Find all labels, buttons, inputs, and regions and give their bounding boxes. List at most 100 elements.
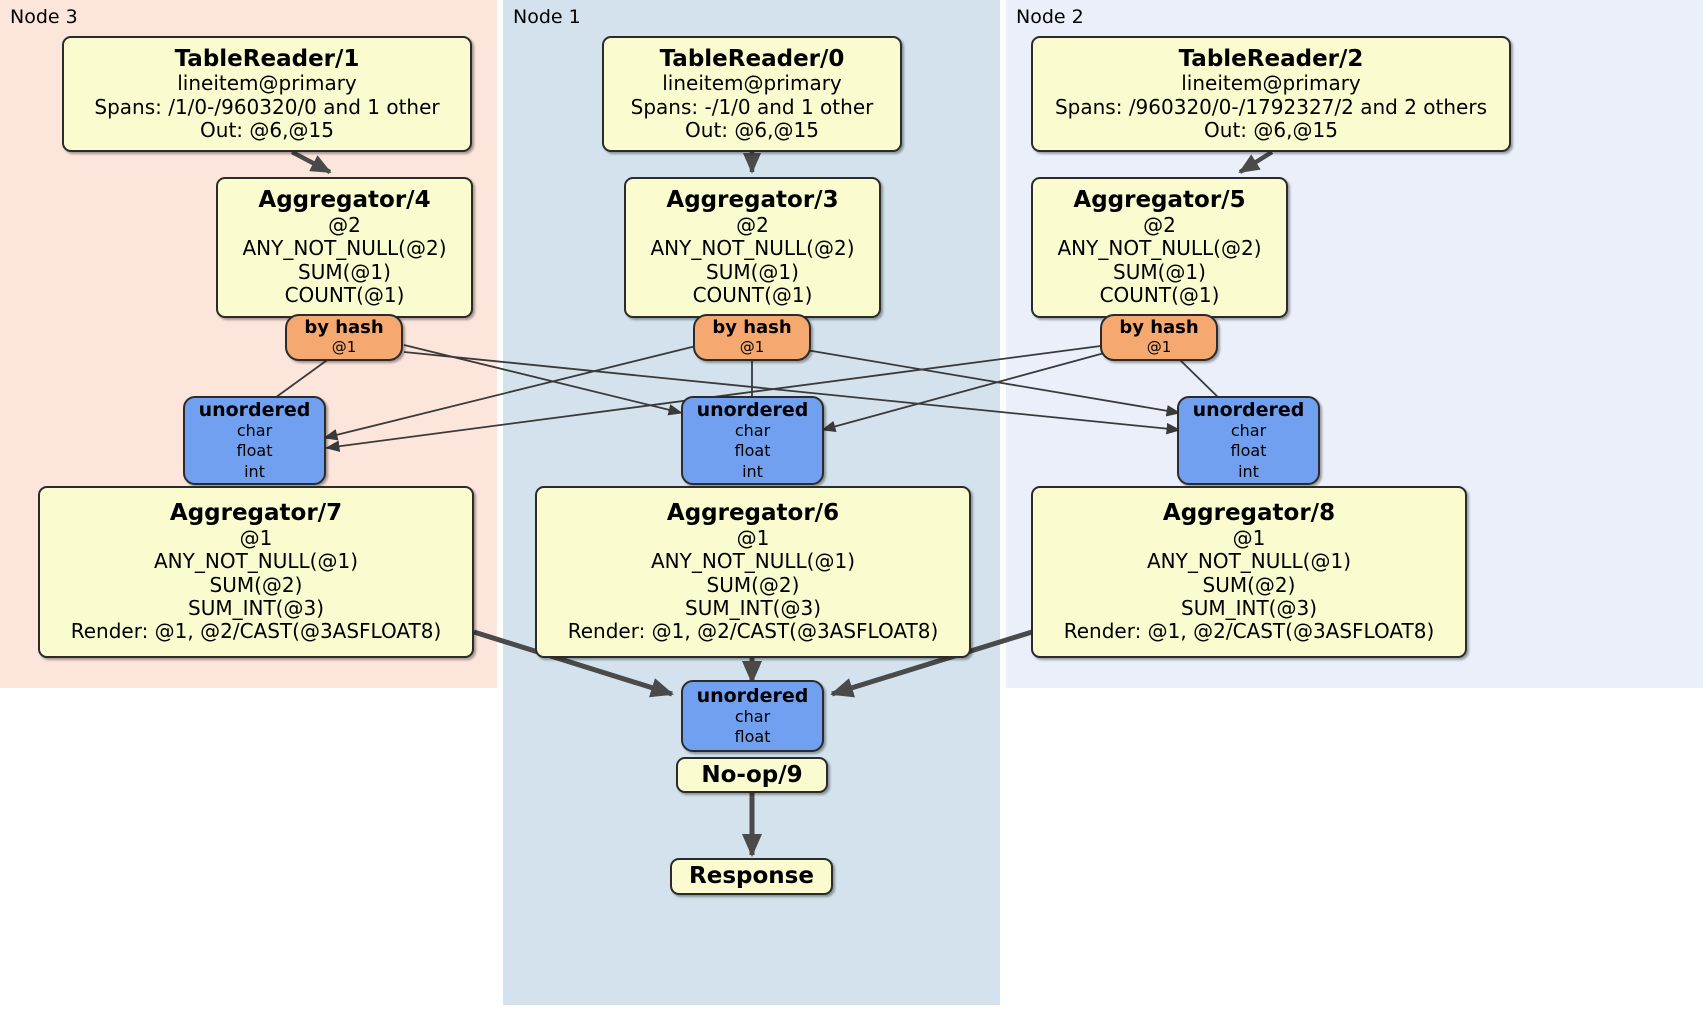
edge-byhash-mid-to-unordered-left <box>323 344 701 441</box>
edge-byhash-right-to-unordered-mid <box>821 351 1109 433</box>
box-title: unordered <box>696 684 809 707</box>
box-line: SUM(@2) <box>209 572 303 597</box>
edge-tablereader1-aggregator4 <box>290 150 332 174</box>
box-title: Aggregator/5 <box>1073 187 1246 214</box>
processor-box-aggregator3[interactable]: Aggregator/3 @2 ANY_NOT_NULL(@2) SUM(@1)… <box>624 177 881 318</box>
box-line: SUM_INT(@3) <box>188 596 324 621</box>
box-line: Spans: -/1/0 and 1 other <box>630 94 874 119</box>
box-line: @1 <box>239 525 273 550</box>
box-line: @2 <box>328 213 361 238</box>
box-line: SUM(@1) <box>1113 259 1206 284</box>
box-line: int <box>742 461 763 481</box>
box-title: Response <box>689 863 814 890</box>
router-box-byhash-mid[interactable]: by hash @1 <box>693 314 811 361</box>
box-line: ANY_NOT_NULL(@2) <box>1057 236 1262 261</box>
sync-box-unordered-mid[interactable]: unordered char float int <box>681 396 824 485</box>
box-line: Out: @6,@15 <box>200 118 334 143</box>
box-line: @2 <box>1143 213 1176 238</box>
router-box-byhash-left[interactable]: by hash @1 <box>285 314 403 361</box>
box-line: lineitem@primary <box>177 71 357 96</box>
box-line: ANY_NOT_NULL(@1) <box>154 549 358 574</box>
box-line: ANY_NOT_NULL(@2) <box>242 236 447 261</box>
box-line: int <box>244 461 265 481</box>
box-title: No-op/9 <box>701 761 803 788</box>
box-line: char <box>734 706 771 726</box>
processor-box-aggregator7[interactable]: Aggregator/7 @1 ANY_NOT_NULL(@1) SUM(@2)… <box>38 486 474 658</box>
box-line: SUM(@2) <box>1202 572 1296 597</box>
box-line: float <box>1230 441 1267 461</box>
box-line: Render: @1, @2/CAST(@3ASFLOAT8) <box>1063 619 1435 644</box>
edge-byhash-right-to-unordered-right <box>1177 357 1225 404</box>
box-title: Aggregator/7 <box>169 500 343 527</box>
box-line: float <box>734 441 771 461</box>
box-title: TableReader/1 <box>174 45 360 72</box>
box-line: @1 <box>736 525 770 550</box>
box-line: Render: @1, @2/CAST(@3ASFLOAT8) <box>70 619 442 644</box>
processor-box-response[interactable]: Response <box>670 858 833 895</box>
box-line: COUNT(@1) <box>692 283 813 308</box>
box-title: unordered <box>198 398 311 421</box>
box-line: char <box>734 420 771 440</box>
box-line: SUM_INT(@3) <box>1181 596 1317 621</box>
box-line: lineitem@primary <box>1181 71 1361 96</box>
box-title: Aggregator/8 <box>1162 500 1336 527</box>
processor-box-aggregator5[interactable]: Aggregator/5 @2 ANY_NOT_NULL(@2) SUM(@1)… <box>1031 177 1288 318</box>
box-title: TableReader/0 <box>659 45 845 72</box>
box-line: SUM(@1) <box>298 259 391 284</box>
box-title: by hash <box>1119 317 1199 339</box>
box-title: Aggregator/4 <box>258 187 431 214</box>
node-panel-label-node3: Node 3 <box>10 6 78 28</box>
sync-box-unordered-left[interactable]: unordered char float int <box>183 396 326 485</box>
box-line: ANY_NOT_NULL(@1) <box>1147 549 1351 574</box>
box-title: TableReader/2 <box>1178 45 1364 72</box>
processor-box-aggregator8[interactable]: Aggregator/8 @1 ANY_NOT_NULL(@1) SUM(@2)… <box>1031 486 1467 658</box>
box-line: Out: @6,@15 <box>685 118 819 143</box>
box-line: Render: @1, @2/CAST(@3ASFLOAT8) <box>567 619 939 644</box>
box-title: by hash <box>712 317 792 339</box>
box-line: COUNT(@1) <box>284 283 405 308</box>
box-title: unordered <box>1192 398 1305 421</box>
box-line: lineitem@primary <box>662 71 842 96</box>
processor-box-tablereader0[interactable]: TableReader/0 lineitem@primary Spans: -/… <box>602 36 902 152</box>
edge-byhash-left-to-unordered-left <box>267 357 331 404</box>
processor-box-noop9[interactable]: No-op/9 <box>676 757 828 793</box>
box-line: @2 <box>736 213 769 238</box>
edge-byhash-left-to-unordered-right <box>403 351 1181 435</box>
node-panel-label-node2: Node 2 <box>1016 6 1084 28</box>
edge-aggregator7-to-unordered-final <box>473 629 674 698</box>
box-line: ANY_NOT_NULL(@1) <box>651 549 855 574</box>
processor-box-tablereader2[interactable]: TableReader/2 lineitem@primary Spans: /9… <box>1031 36 1511 152</box>
processor-box-tablereader1[interactable]: TableReader/1 lineitem@primary Spans: /1… <box>62 36 472 152</box>
box-line: @1 <box>1232 525 1266 550</box>
box-line: SUM(@2) <box>706 572 800 597</box>
box-line: char <box>236 420 273 440</box>
box-line: SUM_INT(@3) <box>685 596 821 621</box>
box-line: float <box>236 441 273 461</box>
edge-tablereader2-aggregator5 <box>1238 150 1274 174</box>
box-line: float <box>734 727 771 747</box>
router-box-byhash-right[interactable]: by hash @1 <box>1100 314 1218 361</box>
processor-box-aggregator6[interactable]: Aggregator/6 @1 ANY_NOT_NULL(@1) SUM(@2)… <box>535 486 971 658</box>
box-title: by hash <box>304 317 384 339</box>
processor-box-aggregator4[interactable]: Aggregator/4 @2 ANY_NOT_NULL(@2) SUM(@1)… <box>216 177 473 318</box>
sync-box-unordered-right[interactable]: unordered char float int <box>1177 396 1320 485</box>
box-line: ANY_NOT_NULL(@2) <box>650 236 855 261</box>
box-line: Out: @6,@15 <box>1204 118 1338 143</box>
box-line: @1 <box>331 338 357 357</box>
box-line: int <box>1238 461 1259 481</box>
box-title: Aggregator/3 <box>666 187 839 214</box>
box-line: char <box>1230 420 1267 440</box>
box-line: @1 <box>1146 338 1172 357</box>
box-line: SUM(@1) <box>706 259 799 284</box>
box-line: COUNT(@1) <box>1099 283 1220 308</box>
sync-box-unordered-final[interactable]: unordered char float <box>681 680 824 752</box>
node-panel-label-node1: Node 1 <box>513 6 581 28</box>
box-title: Aggregator/6 <box>666 500 840 527</box>
edge-byhash-left-to-unordered-mid <box>403 344 683 416</box>
edge-aggregator8-to-unordered-final <box>830 629 1033 698</box>
edge-byhash-mid-to-unordered-right <box>805 349 1181 417</box>
box-title: unordered <box>696 398 809 421</box>
box-line: Spans: /960320/0-/1792327/2 and 2 others <box>1054 94 1487 119</box>
